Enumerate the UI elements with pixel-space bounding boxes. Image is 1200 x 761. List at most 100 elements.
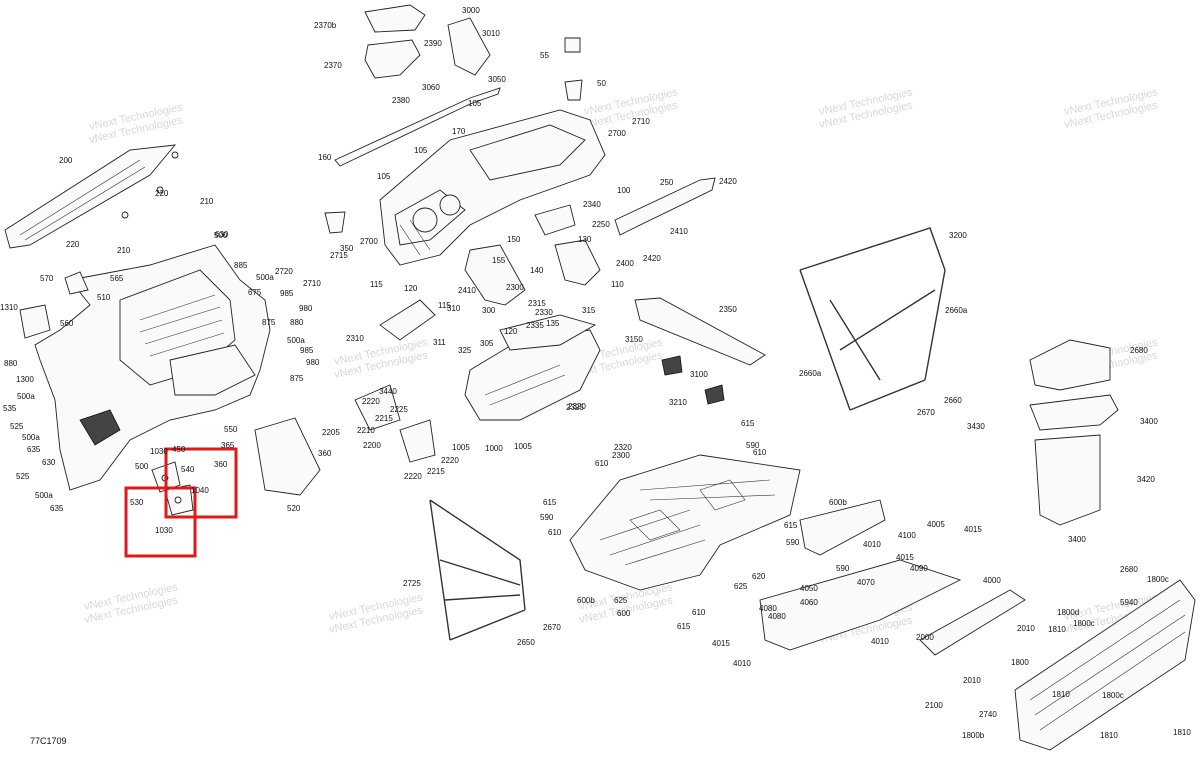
part-label-985: 985: [300, 346, 314, 355]
part-label-3100: 3100: [690, 370, 708, 379]
part-label-1030: 1030: [150, 447, 168, 456]
part-label-2670: 2670: [543, 623, 561, 632]
part-label-50: 50: [597, 79, 606, 88]
part-label-2100: 2100: [925, 701, 943, 710]
bracket-1030: [164, 484, 194, 516]
part-label-980: 980: [299, 304, 313, 313]
part-label-1800c: 1800c: [1102, 691, 1124, 700]
part-label-520: 520: [287, 504, 301, 513]
part-label-675: 675: [248, 288, 262, 297]
part-label-1810: 1810: [1052, 690, 1070, 699]
part-label-2315: 2315: [528, 299, 546, 308]
part-label-4010: 4010: [733, 659, 751, 668]
part-label-1000: 1000: [485, 444, 503, 453]
part-label-55: 55: [540, 51, 549, 60]
part-label-630: 630: [215, 230, 229, 239]
part-label-4060: 4060: [800, 598, 818, 607]
part-label-120: 120: [504, 327, 518, 336]
part-label-2670: 2670: [917, 408, 935, 417]
part-label-880: 880: [290, 318, 304, 327]
part-label-4005: 4005: [927, 520, 945, 529]
part-label-600b: 600b: [577, 596, 595, 605]
part-label-170: 170: [452, 127, 466, 136]
part-label-220: 220: [155, 189, 169, 198]
left-side-panel: [19, 244, 271, 491]
part-label-250: 250: [660, 178, 674, 187]
part-label-565: 565: [110, 274, 124, 283]
dashboard-assembly: [379, 109, 606, 266]
part-label-610: 610: [595, 459, 609, 468]
part-label-1800: 1800: [1011, 658, 1029, 667]
part-label-2320: 2320: [614, 443, 632, 452]
highlight-box-1040: [164, 447, 238, 519]
part-label-2220: 2220: [362, 397, 380, 406]
part-label-1800c: 1800c: [1147, 575, 1169, 584]
part-label-3000: 3000: [462, 6, 480, 15]
part-label-4050: 4050: [800, 584, 818, 593]
part-label-4015: 4015: [964, 525, 982, 534]
part-label-2210: 2210: [357, 426, 375, 435]
part-label-1800c: 1800c: [1073, 619, 1095, 628]
side-rails: [759, 499, 1026, 656]
part-label-4100: 4100: [898, 531, 916, 540]
part-label-2420: 2420: [719, 177, 737, 186]
part-label-3010: 3010: [482, 29, 500, 38]
part-label-2710: 2710: [303, 279, 321, 288]
top-storage-bins: [364, 4, 583, 101]
part-label-210: 210: [117, 246, 131, 255]
rear-storage-box: [1029, 339, 1119, 526]
part-label-365: 365: [221, 441, 235, 450]
part-label-1040: 1040: [191, 486, 209, 495]
part-label-2335: 2335: [526, 321, 544, 330]
part-label-3050: 3050: [488, 75, 506, 84]
part-label-500a: 500a: [287, 336, 305, 345]
center-console: [464, 314, 601, 421]
part-label-550: 550: [224, 425, 238, 434]
rear-trim-strip: [634, 297, 766, 366]
part-label-105: 105: [414, 146, 428, 155]
part-label-3430: 3430: [967, 422, 985, 431]
part-label-2220: 2220: [404, 472, 422, 481]
part-label-1300: 1300: [16, 375, 34, 384]
part-label-2370: 2370: [324, 61, 342, 70]
cup-holder: [324, 211, 346, 234]
part-label-615: 615: [784, 521, 798, 530]
bracket-3210: [661, 355, 683, 376]
part-label-2250: 2250: [592, 220, 610, 229]
part-label-100: 100: [617, 186, 631, 195]
part-label-610: 610: [692, 608, 706, 617]
part-label-530: 530: [130, 498, 144, 507]
part-label-540: 540: [181, 465, 195, 474]
part-label-2720: 2720: [275, 267, 293, 276]
panel-2350: [379, 299, 436, 341]
part-label-1810: 1810: [1048, 625, 1066, 634]
part-label-2350: 2350: [719, 305, 737, 314]
part-label-2010: 2010: [1017, 624, 1035, 633]
part-label-2740: 2740: [979, 710, 997, 719]
part-label-2660a: 2660a: [945, 306, 968, 315]
part-label-510: 510: [97, 293, 111, 302]
panel-2200: [354, 384, 401, 431]
part-label-311: 311: [433, 338, 446, 347]
part-label-560: 560: [60, 319, 74, 328]
part-label-115: 115: [370, 280, 383, 289]
part-label-1005: 1005: [514, 442, 532, 451]
part-label-360: 360: [318, 449, 332, 458]
part-label-1030: 1030: [155, 526, 173, 535]
part-label-3210: 3210: [669, 398, 687, 407]
part-label-2320: 2320: [568, 402, 586, 411]
part-label-5940: 5940: [1120, 598, 1138, 607]
part-label-135: 135: [546, 319, 560, 328]
part-label-150: 150: [507, 235, 521, 244]
part-label-610: 610: [548, 528, 562, 537]
part-label-3400: 3400: [1140, 417, 1158, 426]
part-label-600: 600: [617, 609, 631, 618]
part-label-115: 115: [438, 301, 451, 310]
part-label-210: 210: [200, 197, 214, 206]
part-label-2225: 2225: [390, 405, 408, 414]
part-label-525: 525: [16, 472, 30, 481]
part-label-2715: 2715: [330, 251, 348, 260]
part-label-620: 620: [752, 572, 766, 581]
